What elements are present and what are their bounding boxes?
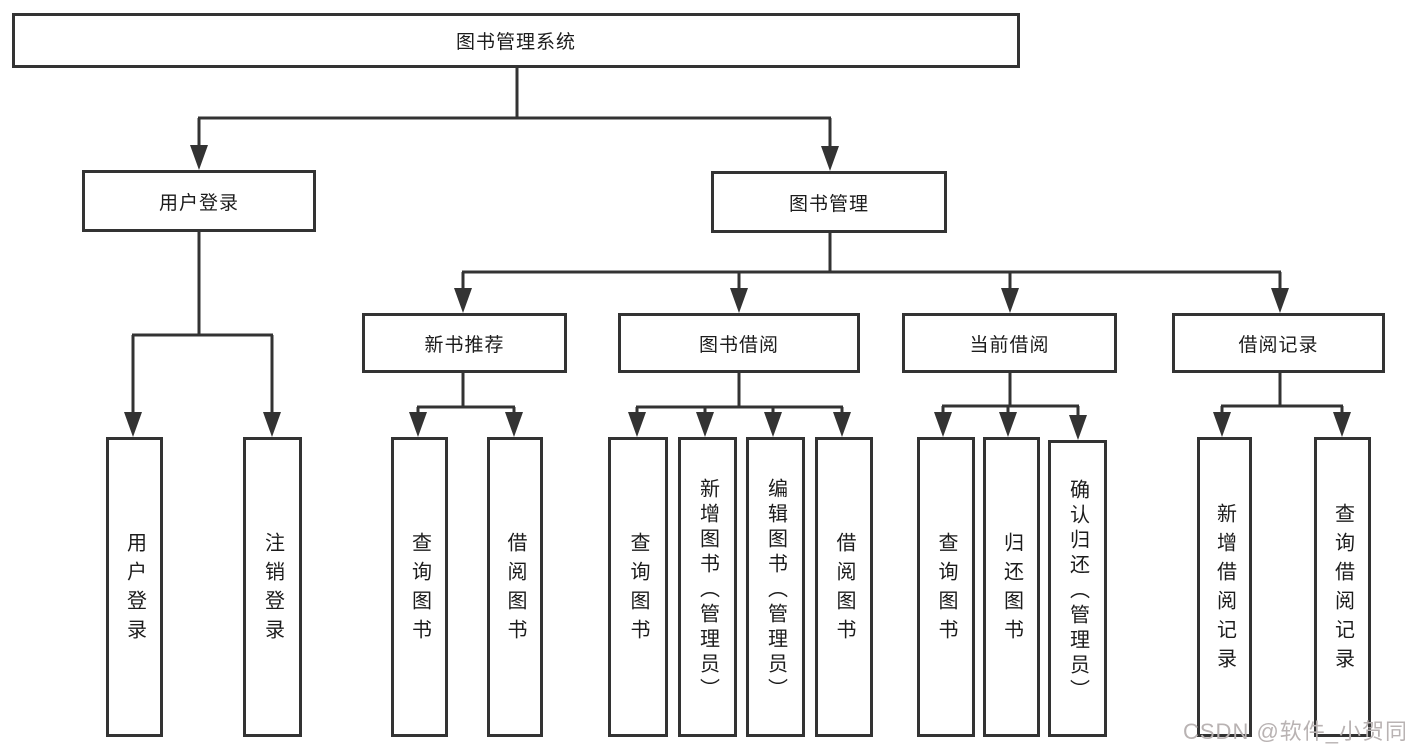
csdn-watermark: CSDN @软件_小贺同学: [1183, 719, 1405, 744]
leaf-newbook-borrow-books: 借阅图书: [487, 437, 543, 737]
leaf-borrowing-add-books-label: 新增图书（管理员）: [696, 477, 719, 703]
node-borrow-records-label: 借阅记录: [1238, 334, 1319, 356]
node-book-management-label: 图书管理: [788, 193, 869, 215]
leaf-borrowing-edit-books-label: 编辑图书（管理员）: [764, 477, 787, 703]
leaf-records-query-record: 查询借阅记录: [1314, 437, 1371, 737]
leaf-current-confirm-return: 确认归还（管理员）: [1048, 440, 1107, 737]
node-new-book-recommend-label: 新书推荐: [424, 334, 505, 356]
leaf-newbook-query-books: 查询图书: [391, 437, 448, 737]
leaf-borrowing-query-books: 查询图书: [608, 437, 668, 737]
leaf-records-query-record-label: 查询借阅记录: [1331, 503, 1354, 677]
leaf-current-return-books-label: 归还图书: [1000, 532, 1023, 648]
leaf-borrowing-borrow-books: 借阅图书: [815, 437, 873, 737]
node-current-borrowing-label: 当前借阅: [969, 334, 1050, 356]
leaf-current-query-books-label: 查询图书: [935, 532, 957, 648]
leaf-newbook-borrow-books-label: 借阅图书: [504, 532, 526, 648]
leaf-current-confirm-return-label: 确认归还（管理员）: [1066, 479, 1089, 704]
node-root-label: 图书管理系统: [455, 32, 576, 53]
node-book-borrowing: 图书借阅: [618, 313, 860, 373]
leaf-current-return-books: 归还图书: [983, 437, 1040, 737]
leaf-current-query-books: 查询图书: [917, 437, 975, 737]
leaf-user-login-label: 用户登录: [123, 532, 146, 648]
node-book-management: 图书管理: [711, 171, 947, 233]
leaf-logout-label: 注销登录: [261, 532, 284, 648]
node-user-login-label: 用户登录: [158, 192, 239, 214]
leaf-borrowing-borrow-books-label: 借阅图书: [833, 532, 855, 648]
node-book-borrowing-label: 图书借阅: [698, 334, 779, 356]
leaf-borrowing-query-books-label: 查询图书: [627, 532, 649, 648]
node-new-book-recommend: 新书推荐: [362, 313, 567, 373]
node-borrow-records: 借阅记录: [1172, 313, 1385, 373]
node-user-login: 用户登录: [82, 170, 316, 232]
node-current-borrowing: 当前借阅: [902, 313, 1117, 373]
leaf-newbook-query-books-label: 查询图书: [408, 532, 431, 648]
node-root: 图书管理系统: [12, 13, 1020, 68]
leaf-user-login: 用户登录: [106, 437, 163, 737]
leaf-records-add-record-label: 新增借阅记录: [1213, 503, 1236, 677]
leaf-logout: 注销登录: [243, 437, 302, 737]
tree-edges: [131, 68, 1344, 418]
leaf-records-add-record: 新增借阅记录: [1197, 437, 1252, 737]
leaf-borrowing-edit-books: 编辑图书（管理员）: [746, 437, 805, 737]
leaf-borrowing-add-books: 新增图书（管理员）: [678, 437, 737, 737]
arrowhead-icons: [124, 145, 1351, 440]
